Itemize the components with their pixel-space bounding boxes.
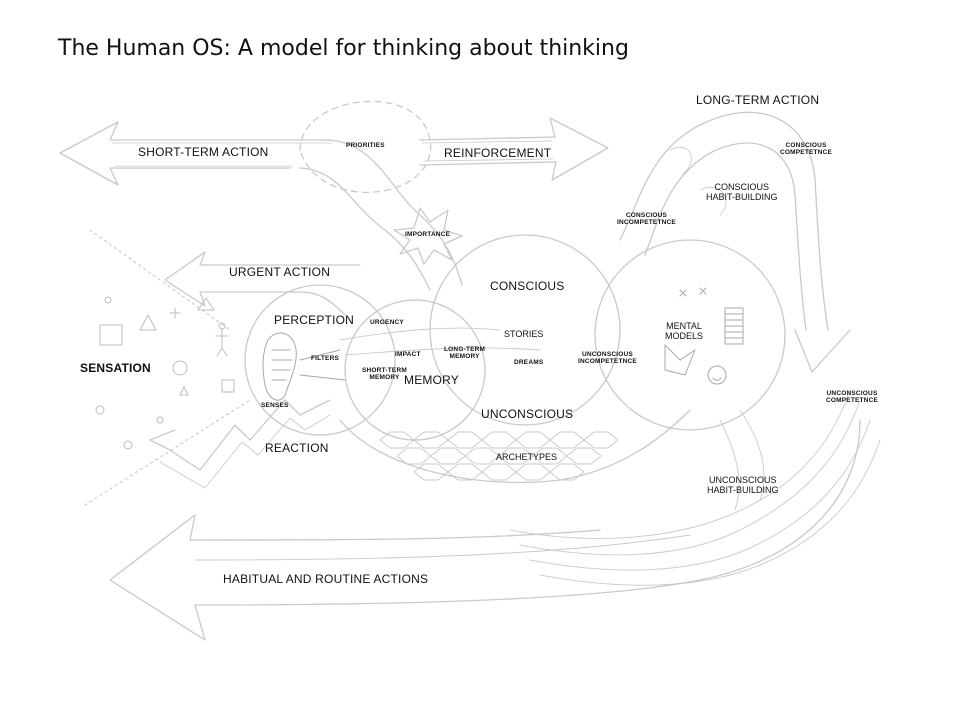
label-memory: MEMORY bbox=[404, 373, 459, 387]
label-importance: IMPORTANCE bbox=[405, 231, 451, 238]
memory-circle bbox=[344, 299, 486, 441]
label-urgent-action: URGENT ACTION bbox=[229, 265, 331, 279]
label-impact: IMPACT bbox=[395, 351, 421, 358]
label-perception: PERCEPTION bbox=[274, 313, 355, 327]
label-habitual-and-routine-actions: HABITUAL AND ROUTINE ACTIONS bbox=[223, 572, 429, 586]
label-mental-models: MENTAL MODELS bbox=[665, 321, 704, 342]
habitual-arrow bbox=[109, 419, 861, 641]
label-unconscious: UNCONSCIOUS bbox=[481, 407, 574, 421]
mental-models-icons bbox=[664, 287, 744, 385]
importance-star bbox=[393, 207, 463, 265]
reinforcement-arrow bbox=[419, 117, 609, 181]
label-conscious: CONSCIOUS bbox=[490, 279, 565, 293]
label-long-term-memory: LONG-TERM MEMORY bbox=[444, 346, 486, 361]
label-unconscious-incompetence: UNCONSCIOUS INCOMPETETNCE bbox=[578, 351, 637, 366]
page-title: The Human OS: A model for thinking about… bbox=[58, 36, 629, 61]
reaction-arrow bbox=[149, 399, 331, 471]
label-long-term-action: LONG-TERM ACTION bbox=[696, 93, 820, 107]
label-senses: SENSES bbox=[261, 402, 289, 409]
perception-circle bbox=[244, 284, 396, 436]
label-unconscious-habit-building: UNCONSCIOUS HABIT-BUILDING bbox=[707, 475, 779, 496]
perception-scribble bbox=[262, 332, 346, 401]
conscious-circle bbox=[429, 234, 621, 426]
mental-models-circle bbox=[594, 239, 786, 431]
unconscious-arc bbox=[339, 409, 691, 484]
label-conscious-incompetence: CONSCIOUS INCOMPETETNCE bbox=[617, 212, 676, 227]
archetypes-hex-grid bbox=[379, 431, 619, 481]
priorities-circle bbox=[299, 100, 432, 193]
label-conscious-competence: CONSCIOUS COMPETETNCE bbox=[780, 142, 833, 157]
label-stories: STORIES bbox=[504, 329, 544, 339]
short-term-swoosh bbox=[299, 167, 431, 291]
sensation-shapes bbox=[95, 296, 235, 450]
unconscious-habit-strokes bbox=[509, 389, 881, 586]
label-short-term-memory: SHORT-TERM MEMORY bbox=[362, 367, 407, 382]
label-dreams: DREAMS bbox=[514, 359, 544, 366]
label-archetypes: ARCHETYPES bbox=[496, 452, 558, 462]
label-urgency: URGENCY bbox=[370, 319, 404, 326]
label-short-term-action: SHORT-TERM ACTION bbox=[138, 145, 269, 159]
label-sensation: SENSATION bbox=[80, 361, 151, 375]
label-filters: FILTERS bbox=[311, 355, 339, 362]
label-conscious-habit-building: CONSCIOUS HABIT-BUILDING bbox=[706, 182, 778, 203]
label-unconscious-competence: UNCONSCIOUS COMPETETNCE bbox=[826, 390, 879, 405]
long-term-action-arrow bbox=[619, 111, 829, 331]
label-priorities: PRIORITIES bbox=[346, 142, 385, 149]
label-reaction: REACTION bbox=[265, 441, 329, 455]
label-reinforcement: REINFORCEMENT bbox=[444, 146, 552, 160]
short-term-action-arrow bbox=[59, 121, 331, 186]
urgent-action-arrow bbox=[164, 251, 361, 307]
